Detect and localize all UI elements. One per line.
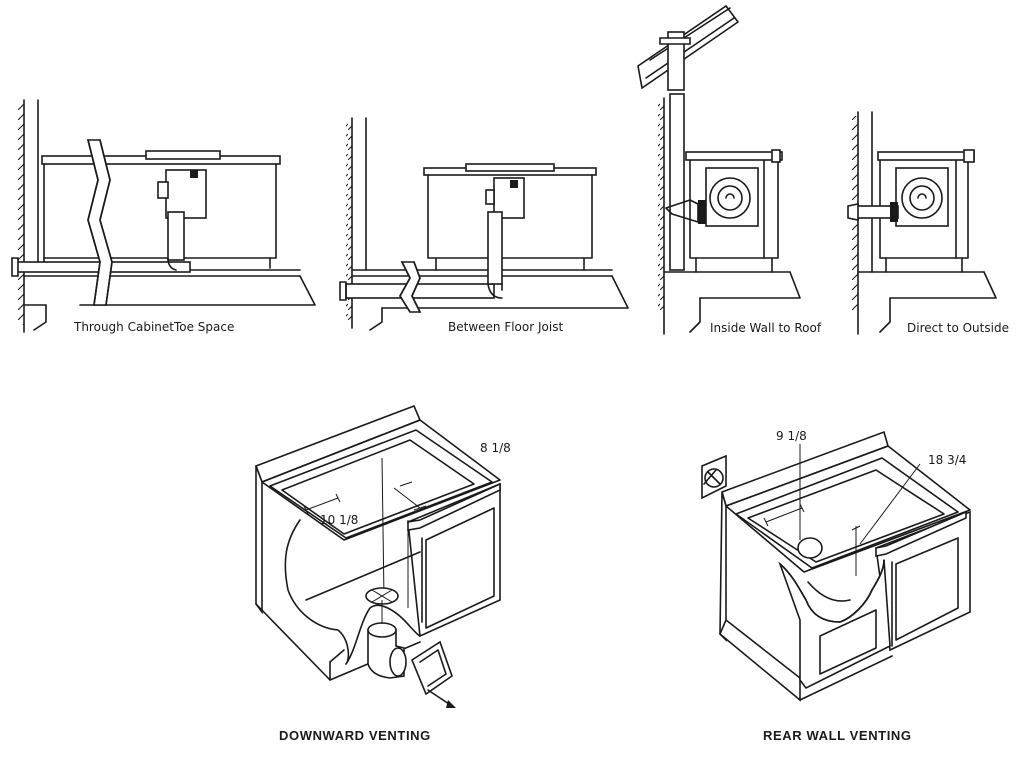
- wall-hatch: [18, 100, 24, 325]
- label-floor-joist: Between Floor Joist: [448, 320, 563, 334]
- dim-rear-height: 18 3/4: [928, 453, 966, 467]
- panel-toe-space: Through CabinetToe Space: [11, 99, 316, 334]
- dim-rear-width: 9 1/8: [776, 429, 807, 443]
- label-direct: Direct to Outside: [907, 321, 1009, 335]
- panel-downward-venting: 8 1/8 10 1/8 DOWNWARD VENTING: [254, 404, 511, 743]
- label-toe-space: Through CabinetToe Space: [73, 320, 234, 334]
- panel-rear-venting: 9 1/8 18 3/4 REAR WALL VENTING: [701, 429, 971, 743]
- dim-down-width: 10 1/8: [320, 513, 358, 527]
- dim-down-depth: 8 1/8: [480, 441, 511, 455]
- panel-direct: Direct to Outside: [847, 111, 1009, 335]
- label-wall-roof: Inside Wall to Roof: [710, 321, 822, 335]
- caption-downward-venting: DOWNWARD VENTING: [279, 728, 431, 743]
- caption-rear-wall-venting: REAR WALL VENTING: [763, 728, 912, 743]
- panel-floor-joist: Between Floor Joist: [339, 117, 629, 334]
- panel-wall-roof: Inside Wall to Roof: [637, 4, 822, 335]
